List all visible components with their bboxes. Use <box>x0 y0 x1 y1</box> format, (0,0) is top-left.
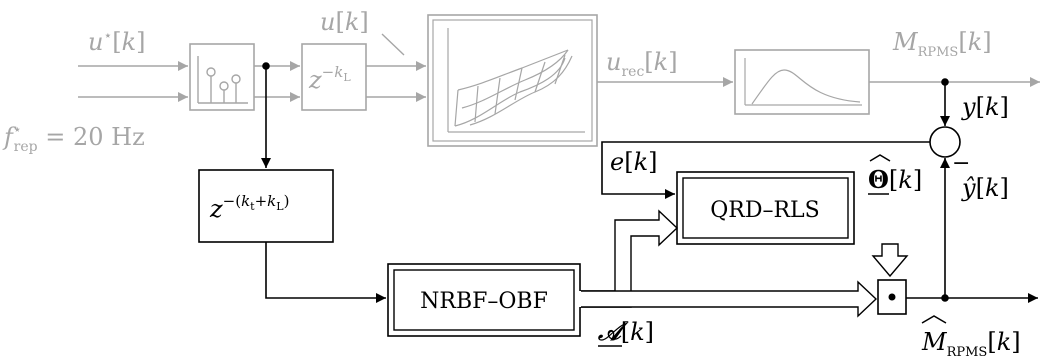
delay-kl-block <box>301 43 367 111</box>
nonlinear-map-block <box>427 14 598 147</box>
minus-sign: − <box>952 151 970 176</box>
regressor-to-rls-arrow <box>580 209 679 308</box>
m-rpms-label: MRPMS[k] <box>892 28 992 60</box>
delay-kt-kl-label: z−(kt+kL) <box>209 192 289 223</box>
nonlinear-map-inner <box>432 19 593 142</box>
delay-kl-label: z−kL <box>308 63 351 94</box>
identification-section: z−(kt+kL) NRBF–OBF QRD–RLS <box>198 62 1038 337</box>
svg-text:Θ[k]: Θ[k] <box>868 165 922 194</box>
u-pointer-line <box>381 33 405 56</box>
y-hat-label: ŷ[k] <box>961 174 1009 202</box>
u-star-label: u⋆[k] <box>88 28 146 56</box>
signal-labels: u⋆[k] f⋆rep = 20 Hz u[k] urec[k] MRPMS[k… <box>2 8 1021 358</box>
surface-plot-icon <box>447 28 585 133</box>
f-rep-label: f⋆rep = 20 Hz <box>2 122 145 155</box>
plant-section: z−kL <box>78 14 1040 147</box>
delay-kt-kl-block <box>198 169 334 243</box>
product-dot-icon <box>888 293 896 301</box>
delay-to-nrbf-line <box>265 242 386 303</box>
theta-label: Θ[k] <box>868 154 922 195</box>
regressor-label: 𝒜[k] <box>597 317 654 347</box>
sampler-icon <box>197 56 248 104</box>
regressor-to-product-arrow <box>580 280 878 318</box>
qrd-rls-inner <box>682 177 849 239</box>
e-label: e[k] <box>610 148 658 176</box>
svg-text:𝒜[k]: 𝒜[k] <box>597 317 654 346</box>
sampler-block <box>189 43 255 111</box>
u-rec-label: urec[k] <box>606 48 678 80</box>
qrd-rls-block <box>676 171 855 245</box>
nrbf-obf-block <box>387 263 581 337</box>
svg-text:MRPMS[k]: MRPMS[k] <box>921 328 1021 358</box>
nrbf-obf-inner <box>393 269 575 331</box>
m-rpms-hat-label: MRPMS[k] <box>921 315 1021 358</box>
u-label: u[k] <box>320 8 369 36</box>
product-block <box>877 279 907 315</box>
impulse-response-icon <box>744 58 862 106</box>
y-label: y[k] <box>961 93 1009 121</box>
theta-to-product-arrow <box>871 243 909 278</box>
qrd-rls-label: QRD–RLS <box>710 198 819 223</box>
error-feedback-line <box>601 141 930 199</box>
nrbf-obf-label: NRBF–OBF <box>420 289 548 314</box>
